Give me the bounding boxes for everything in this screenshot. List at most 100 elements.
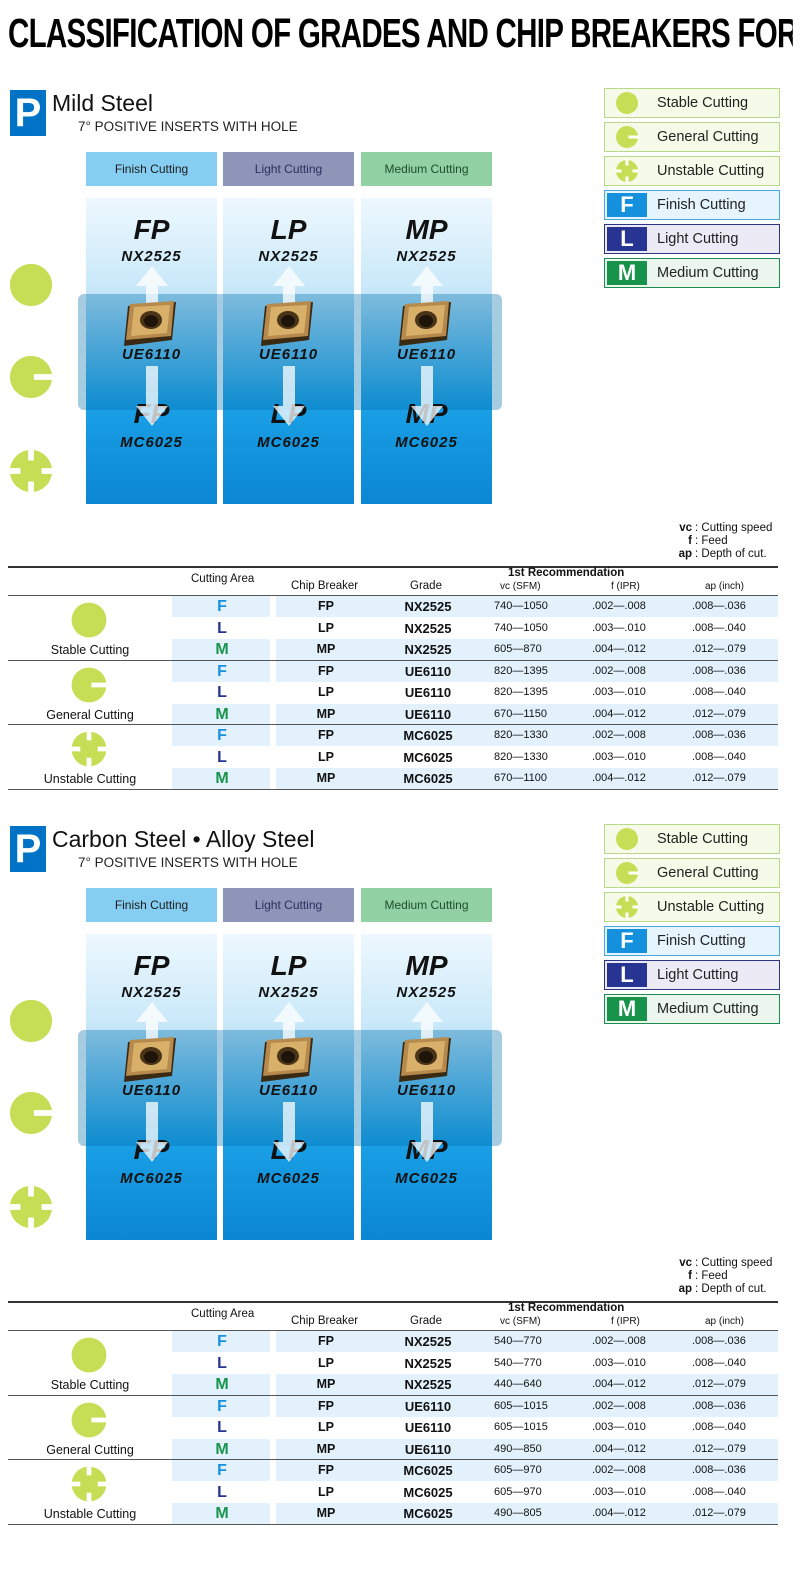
cutting-area-letter: F [217,1462,227,1479]
arrow-up-icon [136,266,168,326]
column-medium [361,934,492,1240]
arrow-up-icon [273,266,305,326]
cutting-area-letter: M [215,1440,229,1458]
cell-divider [270,1352,276,1374]
depth-of-cut-cell: .012—.079 [692,707,746,720]
column-head-finish: Finish Cutting [86,888,217,922]
depth-of-cut-cell: .008—.036 [692,1335,746,1347]
stable-cutting-icon [9,263,53,307]
cell-divider [270,660,276,682]
stable-cutting-icon [616,92,638,114]
legend-item-unstable: Unstable Cutting [604,892,780,922]
depth-of-cut-cell: .008—.036 [692,1399,746,1412]
chip-breaker-label: LP [270,950,307,981]
unstable-cutting-icon [615,895,639,919]
grade-cell: NX2525 [404,599,452,614]
legend-symbol [607,861,647,885]
feed-cell: .004—.012 [592,772,646,784]
section-subtitle: 7° POSITIVE INSERTS WITH HOLE [78,119,298,134]
column-head-medium: Medium Cutting [361,152,492,186]
legend-label: General Cutting [657,129,759,145]
abbreviation: ap: Depth of cut. [672,1283,767,1296]
arrow-down-icon [273,1102,305,1162]
arrow-up-icon [411,266,443,326]
cell-divider [270,596,276,617]
depth-of-cut-cell: .008—.040 [692,1485,746,1498]
abbreviation-desc: : Feed [695,535,728,547]
cutting-area-letter: M [215,641,229,658]
arrow-down-icon [136,1102,168,1162]
cutting-speed-cell: 820—1330 [494,750,548,763]
cutting-area-letter: L [217,1483,227,1501]
feed-cell: .004—.012 [592,707,646,720]
unstable-cutting-icon [70,730,108,768]
cell-divider [270,725,276,746]
general-cutting-icon [9,1091,54,1135]
depth-of-cut-cell: .012—.079 [692,1378,746,1390]
abbreviation: f: Feed [672,1270,727,1283]
legend-label: Light Cutting [657,231,739,247]
header-cutting-area: Cutting Area [191,573,255,585]
cutting-area-letter: L [217,619,227,637]
arrow-up-icon [273,1002,305,1062]
unstable-cutting-icon [70,1465,108,1503]
cutting-speed-cell: 540—770 [494,1356,542,1369]
cutting-area-letter: F [217,727,227,744]
section-title: Carbon Steel • Alloy Steel [52,826,315,852]
chip-breaker-cell: LP [318,620,334,635]
chip-breaker-label: FP [133,950,170,981]
cutting-area-letter: M [215,705,229,723]
depth-of-cut-cell: .012—.079 [692,772,746,784]
abbreviation-key: f [688,535,692,547]
legend-label: Unstable Cutting [657,899,765,915]
grade-cell: UE6110 [404,685,452,700]
insert-icon [399,301,451,346]
cutting-area-letter: M [215,1376,229,1393]
abbreviation: f: Feed [672,535,728,548]
cell-divider [270,1503,276,1524]
insert-icon [261,1037,313,1082]
abbreviation: vc: Cutting speed [672,1257,772,1270]
group-label: Unstable Cutting [43,772,137,786]
depth-of-cut-cell: .008—.040 [692,1356,746,1369]
cutting-speed-cell: 740—1050 [494,600,548,612]
column-finish [86,198,217,504]
legend-symbol [607,895,647,919]
grade-cell: MC6025 [403,749,453,765]
material-group-badge: P [10,826,46,872]
table-top-rule [8,1301,778,1303]
group-label: General Cutting [46,1442,134,1457]
grade-label: NX2525 [258,248,319,265]
grade-cell: NX2525 [404,1377,452,1392]
header-f: f (IPR) [611,581,640,592]
arrow-down-icon [411,1102,443,1162]
grade-cell: UE6110 [404,663,452,679]
cutting-speed-cell: 740—1050 [494,621,548,634]
abbreviation-key: vc [679,522,692,534]
header-ap: ap (inch) [705,581,744,592]
abbreviation-key: vc [679,1257,692,1269]
cell-divider [270,703,276,725]
grade-label: NX2525 [258,984,319,1001]
cell-divider [270,1331,276,1352]
cutting-area-letter: L [217,748,227,766]
legend-label: Unstable Cutting [657,163,765,179]
grade-label: UE6110 [121,346,182,363]
grade-label: UE6110 [121,1082,182,1099]
column-medium [361,198,492,504]
legend-label: Finish Cutting [657,197,746,213]
cutting-speed-cell: 605—970 [494,1464,542,1476]
feed-cell: .002—.008 [592,729,646,741]
group-label: Stable Cutting [50,1378,130,1392]
